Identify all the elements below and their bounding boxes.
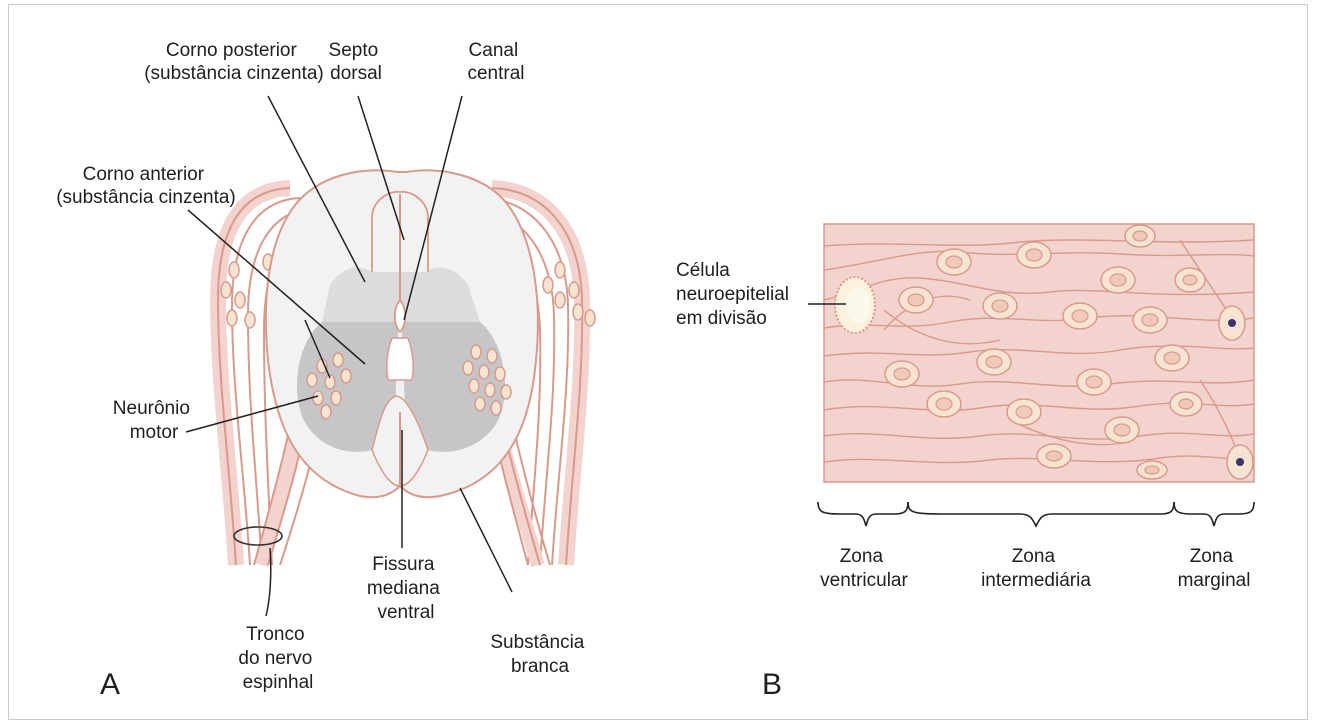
spinal-cord-diagram: Corno posterior (substância cinzenta) Se… [56, 40, 595, 701]
label-corno-anterior: Corno anterior (substância cinzenta) [56, 164, 236, 208]
central-canal-shape [395, 300, 406, 332]
label-zona-marginal: Zona marginal [1178, 546, 1251, 591]
neuroepithelium-diagram: Célula neuroepitelial em divisão Zona ve… [676, 224, 1254, 701]
panel-letter-a: A [100, 668, 120, 701]
label-corno-posterior: Corno posterior (substância cinzenta) [144, 40, 324, 84]
label-fissura-mediana-ventral: Fissura mediana ventral [367, 554, 445, 623]
label-celula-neuroepitelial: Célula neuroepitelial em divisão [676, 260, 794, 329]
label-zona-ventricular: Zona ventricular [820, 546, 908, 591]
dividing-cell-core [846, 287, 870, 323]
panel-letter-b: B [762, 668, 782, 701]
label-neuronio-motor: Neurônio motor [113, 398, 195, 443]
ventral-commissure [387, 338, 413, 380]
label-tronco-nervo-espinhal: Tronco do nervo espinhal [238, 624, 317, 693]
label-substancia-branca: Substância branca [490, 632, 589, 677]
zone-braces [818, 502, 1254, 526]
label-septo-dorsal: Septo dorsal [329, 40, 384, 84]
label-canal-central: Canal central [467, 40, 524, 84]
label-zona-intermediaria: Zona intermediária [981, 546, 1091, 591]
